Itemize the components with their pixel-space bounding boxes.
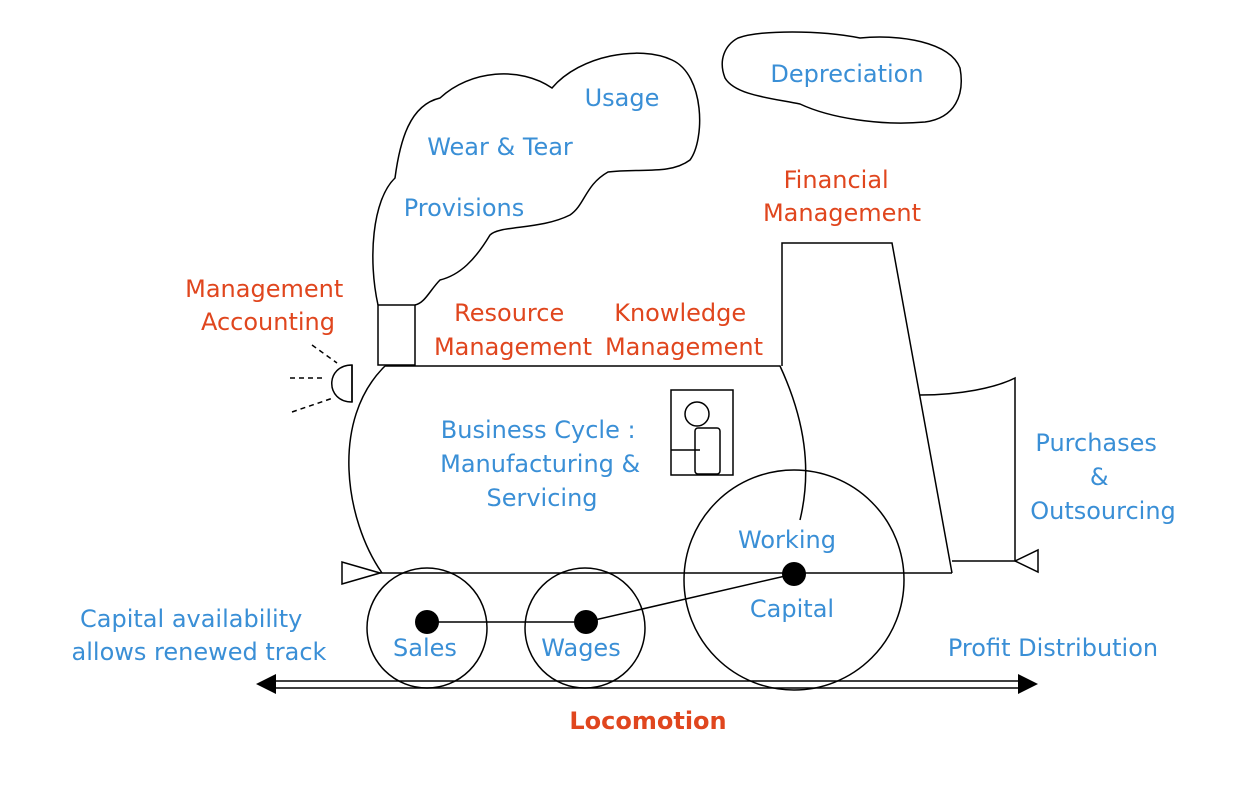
management-accounting-line-2: Accounting: [201, 308, 335, 336]
wear-tear-label: Wear & Tear: [427, 133, 573, 161]
headlamp: [331, 364, 353, 403]
wages-label: Wages: [541, 634, 620, 662]
front-buffer: [341, 561, 383, 585]
capital-availability-line-1: Capital availability: [80, 605, 302, 633]
working-capital-hub: [782, 562, 806, 586]
purchases-line-1: Purchases: [1035, 429, 1157, 457]
track-arrow-right: [1018, 674, 1038, 694]
depreciation-label: Depreciation: [770, 60, 923, 88]
wages-hub: [574, 610, 598, 634]
cab: [781, 242, 953, 574]
capital-label: Capital: [750, 595, 834, 623]
smoke-cloud: [372, 52, 701, 306]
management-accounting-line-1: Management: [185, 275, 343, 303]
financial-management-line-2: Management: [763, 199, 921, 227]
financial-management-line-1: Financial: [784, 166, 889, 194]
sales-hub: [415, 610, 439, 634]
cab-window: [670, 389, 734, 476]
profit-distribution-label: Profit Distribution: [948, 634, 1158, 662]
working-label: Working: [738, 526, 836, 554]
purchases-outsourcing-label: Purchases & Outsourcing: [1030, 429, 1176, 525]
track-arrow-left: [256, 674, 276, 694]
business-cycle-line-3: Servicing: [486, 484, 597, 512]
rear-buffer: [1013, 548, 1039, 574]
financial-management-label: Financial Management: [763, 166, 921, 227]
business-cycle-line-1: Business Cycle :: [441, 416, 636, 444]
management-accounting-label: Management Accounting: [185, 275, 351, 336]
knowledge-management-line-2: Management: [605, 333, 763, 361]
business-cycle-line-2: Manufacturing &: [440, 450, 640, 478]
capital-availability-label: Capital availability allows renewed trac…: [72, 605, 327, 666]
driver-body: [694, 427, 721, 475]
light-ray-lower: [291, 397, 334, 413]
resource-management-label: Resource Management: [434, 299, 592, 361]
depreciation-cloud: [721, 31, 962, 124]
chimney: [377, 304, 416, 366]
drive-rod: [585, 573, 795, 623]
resource-management-line-1: Resource: [454, 299, 564, 327]
tender: [919, 376, 1016, 562]
usage-label: Usage: [585, 84, 660, 112]
driver-head: [684, 401, 710, 427]
purchases-line-2: &: [1090, 463, 1109, 491]
business-cycle-label: Business Cycle : Manufacturing & Servici…: [440, 416, 648, 512]
provisions-label: Provisions: [404, 194, 525, 222]
boiler: [348, 365, 807, 574]
resource-management-line-2: Management: [434, 333, 592, 361]
light-ray-upper: [311, 344, 338, 364]
knowledge-management-label: Knowledge Management: [605, 299, 763, 361]
capital-availability-line-2: allows renewed track: [72, 638, 327, 666]
locomotion-label: Locomotion: [569, 707, 726, 735]
working-capital-wheel: [683, 469, 905, 691]
purchases-line-3: Outsourcing: [1030, 497, 1176, 525]
sales-label: Sales: [393, 634, 457, 662]
knowledge-management-line-1: Knowledge: [614, 299, 746, 327]
